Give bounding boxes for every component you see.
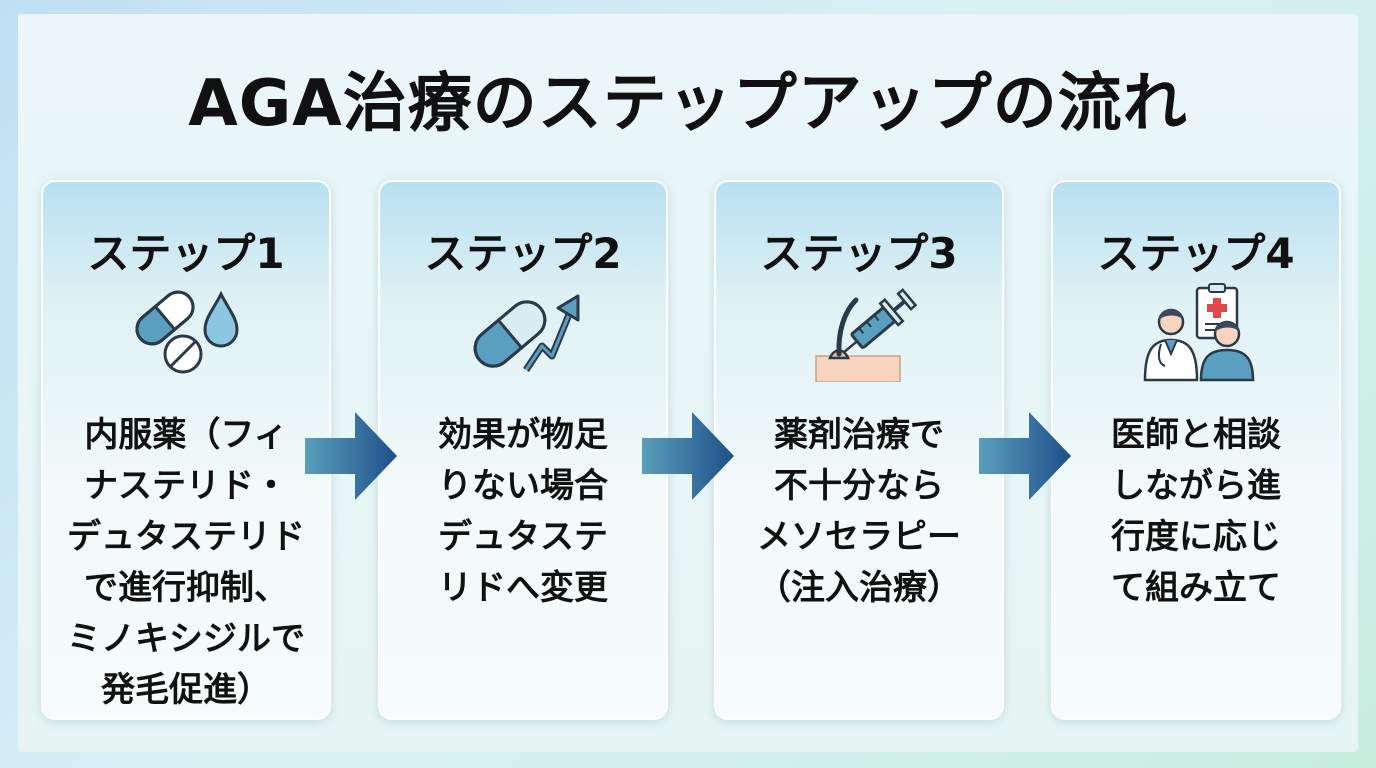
desc-line: 薬剤治療で [774,415,944,455]
step-card-2: ステップ2 効果が物足 りない場合 デュタステ リドへ変更 [378,180,668,720]
desc-line: りない場合 [438,466,608,506]
desc-line: 発毛促進） [101,670,271,710]
page-title: AGA治療のステップアップの流れ [188,67,1188,141]
step-title: ステップ2 [424,229,622,278]
desc-line: 不十分なら [774,466,944,506]
desc-line: 内服薬（フィ [84,415,288,455]
step-description: 医師と相談 しながら進 行度に応じ て組み立て [1053,410,1339,614]
desc-line: （注入治療） [757,568,961,608]
step-title: ステップ1 [87,229,285,278]
desc-line: 行度に応じ [1111,517,1281,557]
doctor-consultation-icon [1053,282,1339,382]
right-arrow-icon [642,412,734,500]
desc-line: ミノキシジルで [67,619,305,659]
right-arrow-icon [305,412,397,500]
syringe-scalp-icon [716,282,1002,382]
desc-line: 医師と相談 [1111,415,1281,455]
desc-line: ナステリド・ [84,466,288,506]
step-card-1: ステップ1 内服薬（フィ ナステリド・ デュタステリド で進行抑制、 ミノキシジ… [41,180,331,720]
capsule-with-up-arrow-icon [380,282,666,382]
step-title: ステップ3 [760,229,958,278]
step-description: 薬剤治療で 不十分なら メソセラピー （注入治療） [716,410,1002,614]
step-description: 内服薬（フィ ナステリド・ デュタステリド で進行抑制、 ミノキシジルで 発毛促… [43,410,329,716]
desc-line: デュタステリド [67,517,305,557]
step-card-4: ステップ4 医師と相談 しながら進 行度に応じ て組み立て [1051,180,1341,720]
step-description: 効果が物足 りない場合 デュタステ リドへ変更 [380,410,666,614]
desc-line: て組み立て [1111,568,1281,608]
desc-line: で進行抑制、 [84,568,288,608]
right-arrow-icon [979,412,1071,500]
desc-line: メソセラピー [757,517,961,557]
step-card-3: ステップ3 薬剤治療で 不十分なら メソセラピー （注入治療） [714,180,1004,720]
desc-line: 効果が物足 [438,415,608,455]
step-title: ステップ4 [1097,229,1295,278]
desc-line: リドへ変更 [438,568,608,608]
desc-line: しながら進 [1111,466,1281,506]
pills-and-droplet-icon [43,282,329,382]
desc-line: デュタステ [438,517,608,557]
